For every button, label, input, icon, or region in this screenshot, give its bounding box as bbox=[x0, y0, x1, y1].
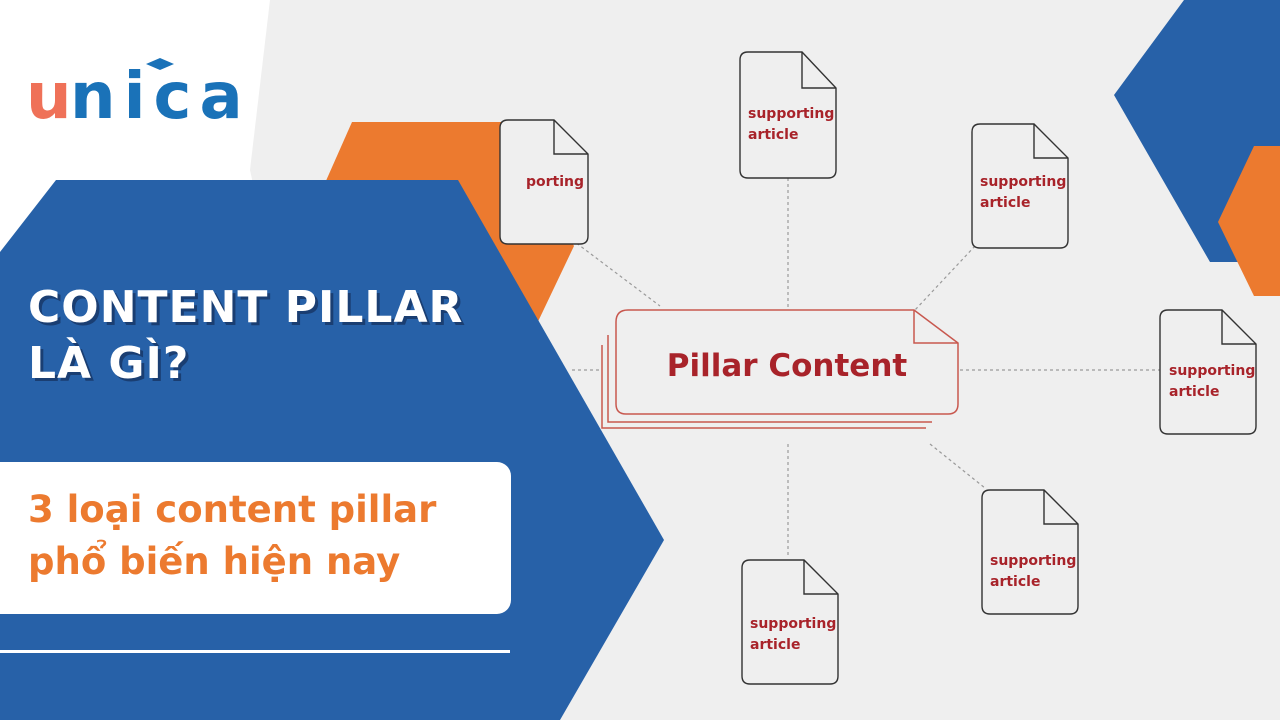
connector-lines bbox=[566, 178, 1160, 558]
doc-node-right: supporting article bbox=[1159, 309, 1257, 435]
doc-node-upper-right: supporting article bbox=[971, 123, 1069, 249]
doc-node-label-line2: article bbox=[750, 637, 800, 653]
doc-node-label-line1: supporting bbox=[750, 616, 836, 632]
doc-node-label-line1: supporting bbox=[1169, 363, 1255, 379]
subtitle-line2: phổ biến hiện nay bbox=[28, 540, 401, 583]
doc-node-upper-left-partial: porting bbox=[499, 119, 589, 245]
pillar-content-card bbox=[601, 309, 959, 429]
doc-node-lower-right: supporting article bbox=[981, 489, 1079, 615]
subtitle-line1: 3 loại content pillar bbox=[28, 488, 437, 531]
doc-node-label-line1: supporting bbox=[980, 174, 1066, 190]
subtitle-card: 3 loại content pillar phổ biến hiện nay bbox=[0, 462, 511, 614]
graduation-cap-icon bbox=[146, 58, 174, 70]
doc-node-label-line2: article bbox=[1169, 384, 1219, 400]
doc-node-label-line2: article bbox=[990, 574, 1040, 590]
page-title: CONTENT PILLAR LÀ GÌ? bbox=[28, 280, 463, 392]
page-title-line1: CONTENT PILLAR bbox=[28, 282, 464, 333]
unica-logo: u nica bbox=[26, 58, 251, 130]
doc-node-label-line2: article bbox=[748, 127, 798, 143]
doc-node-label-partial: porting bbox=[526, 174, 584, 190]
doc-node-label-line1: supporting bbox=[748, 106, 834, 122]
doc-node-label-line1: supporting bbox=[990, 553, 1076, 569]
doc-node-bottom: supporting article bbox=[741, 559, 839, 685]
subtitle: 3 loại content pillar phổ biến hiện nay bbox=[28, 484, 436, 588]
orange-hexagon-right bbox=[1218, 146, 1280, 296]
doc-node-top: supporting article bbox=[739, 51, 837, 179]
doc-node-label-line2: article bbox=[980, 195, 1030, 211]
divider-line bbox=[0, 650, 510, 653]
logo-letters-nica: nica bbox=[70, 60, 251, 130]
logo-letter-u: u bbox=[26, 60, 72, 130]
page-title-line2: LÀ GÌ? bbox=[28, 338, 190, 389]
pillar-content-label: Pillar Content bbox=[667, 348, 908, 384]
